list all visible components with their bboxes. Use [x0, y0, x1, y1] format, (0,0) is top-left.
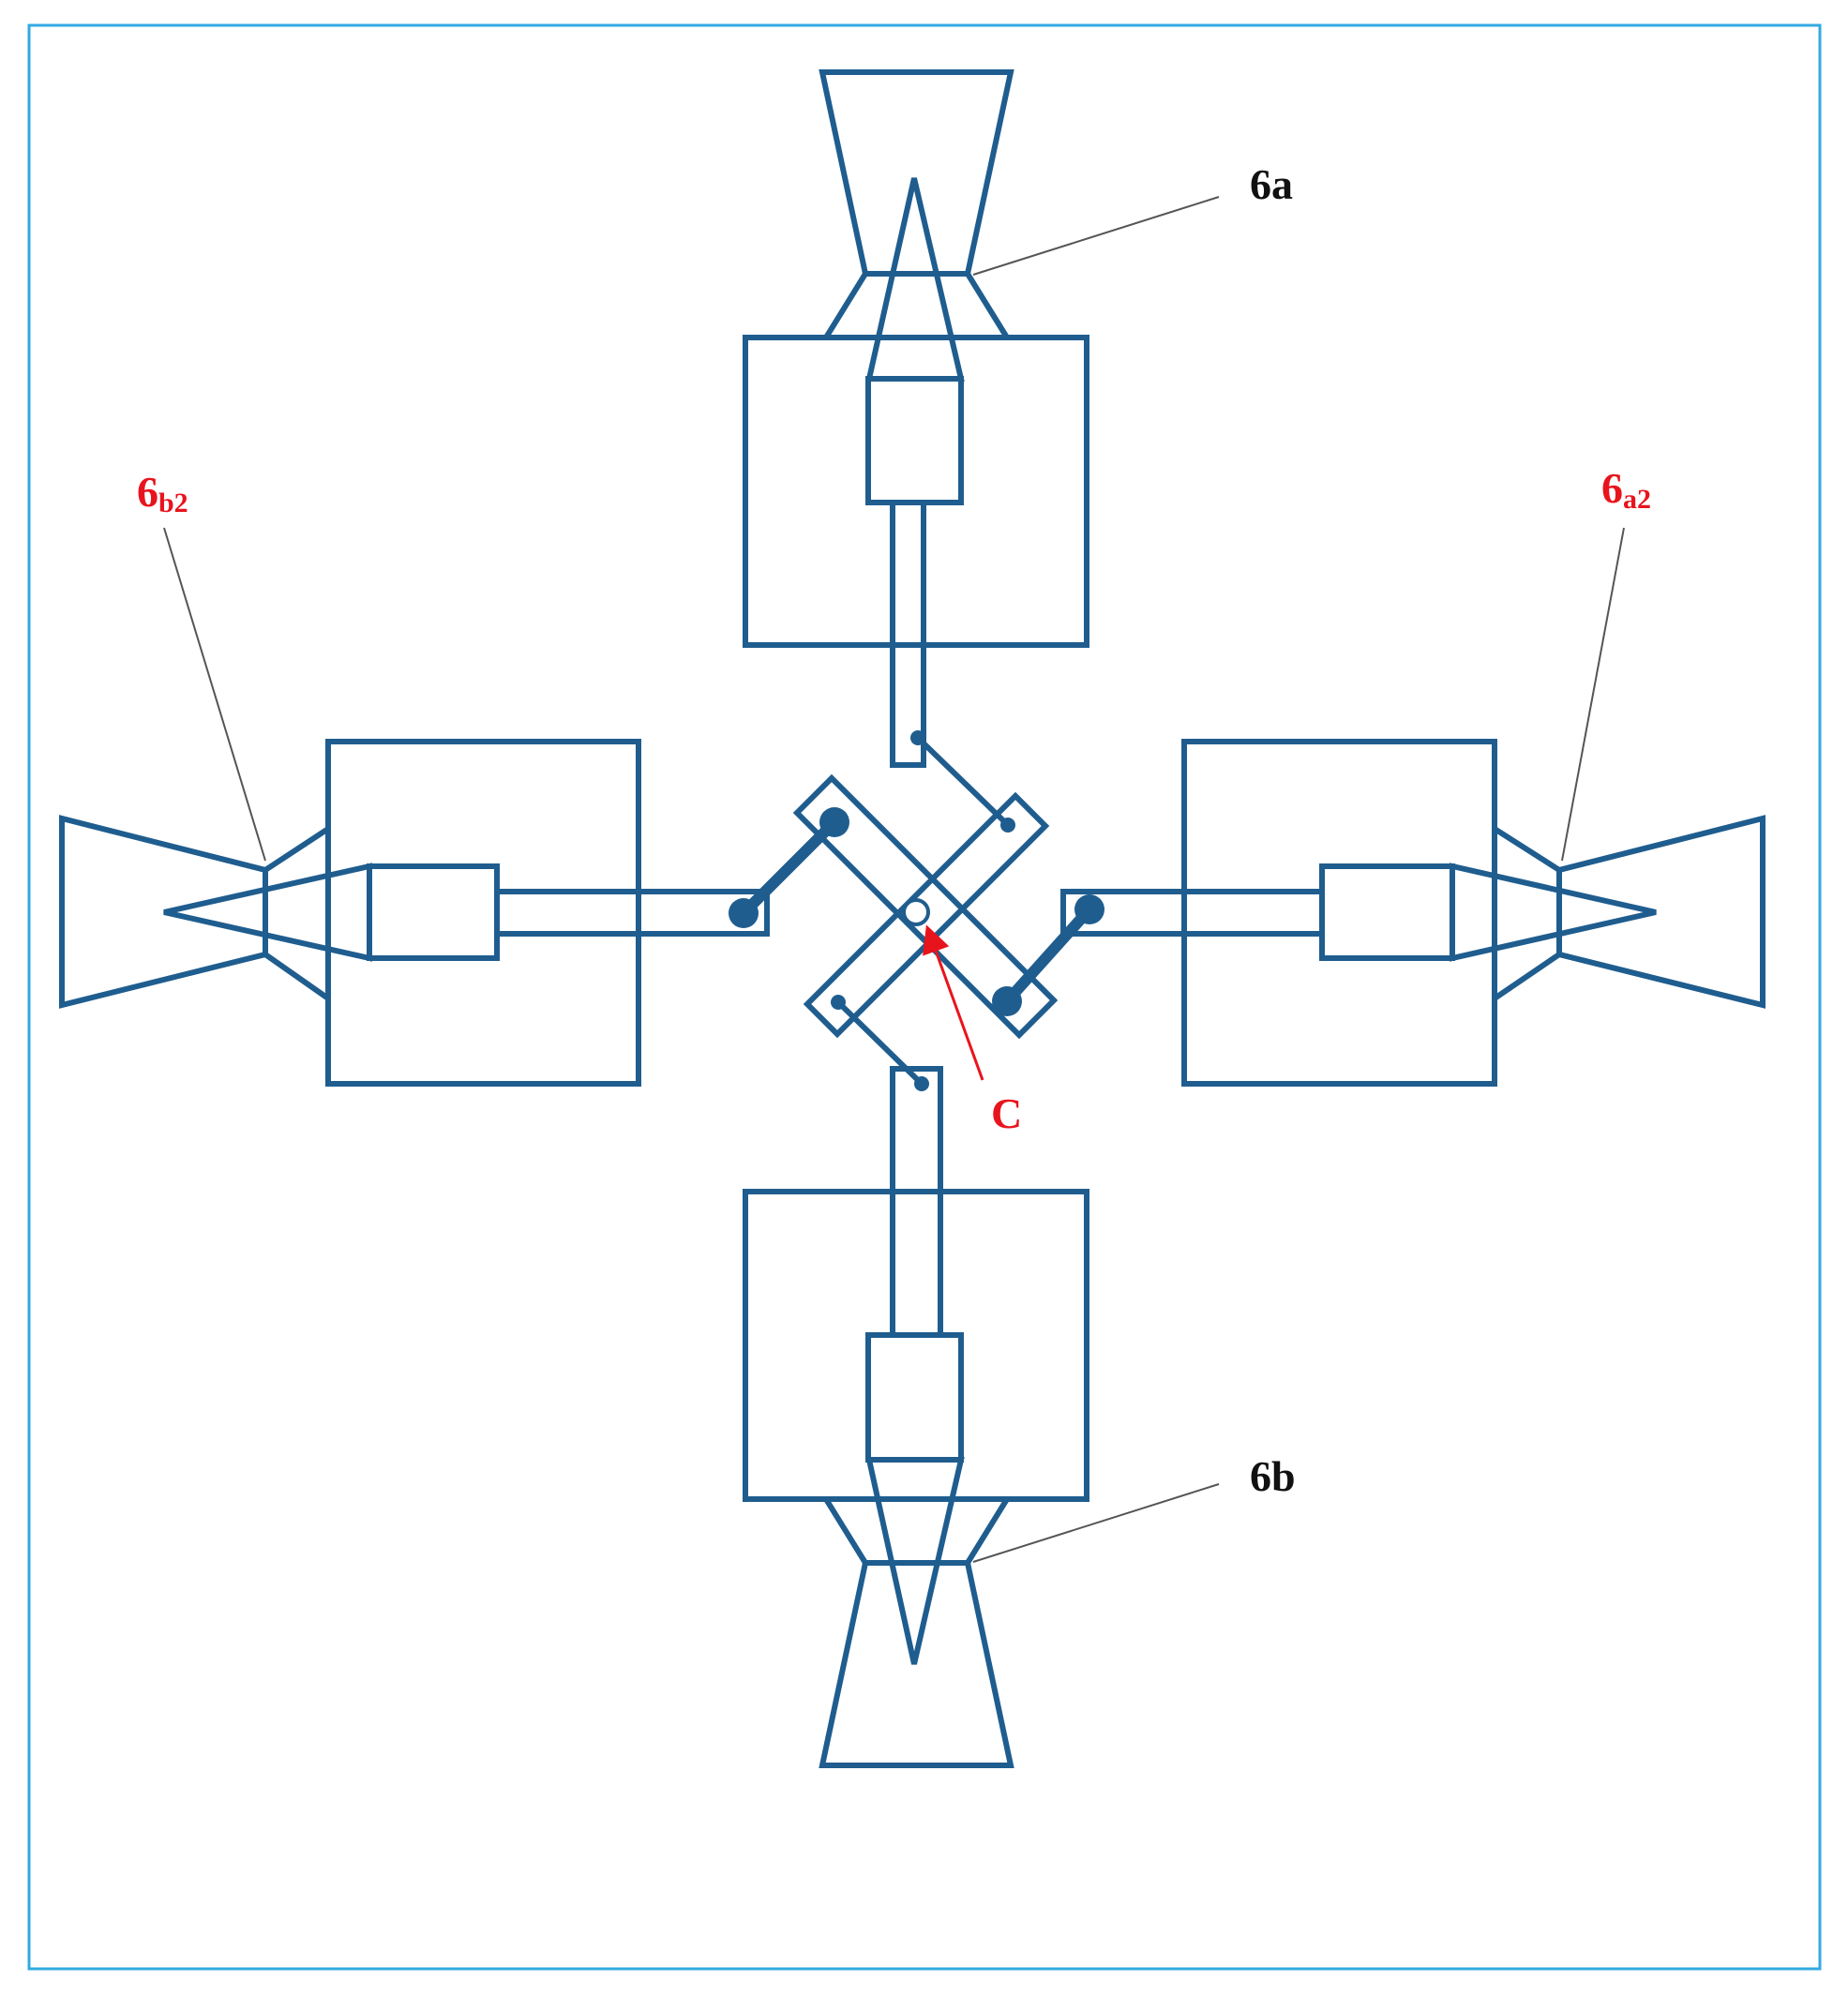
needle-body-top — [865, 376, 964, 505]
actuator-unit-bottom — [743, 995, 1089, 1768]
label-6a2-main: 6 — [1601, 464, 1623, 512]
leader-line-6b — [972, 1483, 1220, 1563]
needle-body-right — [1319, 863, 1455, 961]
nozzle-flange-left-bottom — [263, 952, 330, 1001]
nozzle-flange-bottom-left — [823, 1497, 868, 1565]
pivot-pin-right-a — [1074, 894, 1104, 924]
label-6a: 6a — [1250, 160, 1293, 208]
label-6b2: 6b2 — [137, 468, 188, 518]
nozzle-flange-right-top — [1493, 826, 1561, 873]
pivot-pin-bottom-a — [914, 1076, 929, 1091]
link-rod-bottom — [835, 999, 924, 1087]
needle-body-left — [367, 863, 500, 961]
leader-line-6b2 — [163, 527, 266, 862]
push-rod-left — [497, 889, 770, 937]
pivot-pin-top-b — [1000, 818, 1015, 833]
pointer-arrow-c — [923, 924, 984, 1081]
center-pivot-c — [902, 898, 930, 926]
housing-block-bottom — [743, 1189, 1089, 1502]
pivot-pin-right-b — [992, 986, 1022, 1016]
nozzle-flange-top-left — [823, 272, 868, 339]
leader-line-6a2 — [1561, 527, 1625, 862]
nozzle-flange-top-right — [965, 272, 1010, 339]
push-rod-top — [890, 503, 926, 768]
label-6b2-main: 6 — [137, 468, 158, 516]
housing-block-top — [743, 335, 1089, 648]
link-rod-right — [1001, 904, 1095, 1007]
push-rod-right — [1060, 889, 1322, 937]
nozzle-flange-right-bottom — [1493, 952, 1561, 1001]
nozzle-funnel-right — [1556, 815, 1765, 1009]
housing-block-right — [1181, 739, 1497, 1087]
pivot-pin-bottom-b — [831, 995, 846, 1010]
nozzle-flange-left-top — [263, 826, 330, 873]
pivot-pin-left-a — [729, 898, 759, 928]
actuator-unit-left — [59, 739, 849, 1087]
nozzle-flange-bottom-right — [965, 1497, 1010, 1565]
nozzle-funnel-top — [819, 69, 1014, 277]
actuator-unit-top — [743, 69, 1089, 833]
label-6a2-sub: a2 — [1623, 484, 1651, 515]
cross-bar-falling — [792, 773, 1059, 1040]
label-6b2-sub: b2 — [158, 488, 188, 518]
needle-cone-top — [865, 177, 965, 382]
pivot-pin-top-a — [910, 730, 925, 745]
push-rod-bottom — [890, 1066, 943, 1335]
needle-cone-right — [1450, 863, 1657, 962]
link-rod-top — [915, 735, 1011, 828]
label-6b: 6b — [1250, 1452, 1296, 1500]
label-c: C — [991, 1089, 1022, 1137]
pivot-pin-left-b — [819, 807, 849, 837]
leader-line-6a — [972, 196, 1220, 276]
actuator-unit-right — [992, 739, 1765, 1087]
outer-frame — [27, 23, 1822, 1971]
label-6a2: 6a2 — [1601, 464, 1651, 515]
housing-block-left — [325, 739, 641, 1087]
needle-body-bottom — [865, 1332, 964, 1463]
central-cross-linkage — [792, 773, 1059, 1040]
cross-bar-rising — [803, 791, 1050, 1039]
